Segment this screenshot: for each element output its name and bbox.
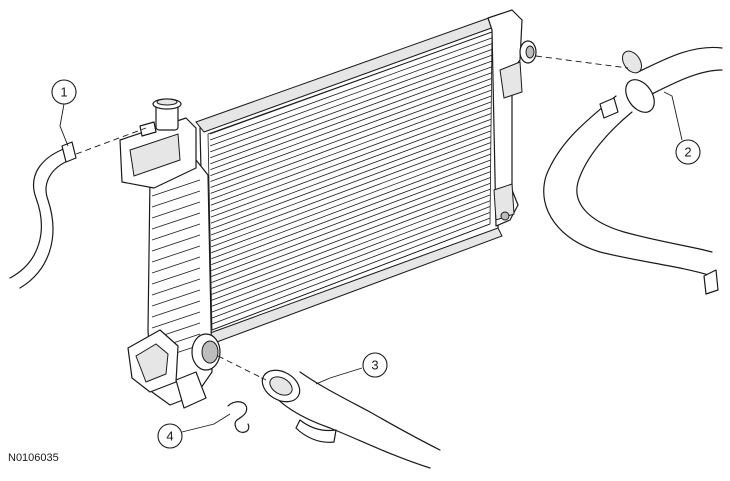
- radiator-tube: [211, 194, 491, 301]
- callout-2-label: 2: [684, 145, 691, 160]
- callout-4: 4: [157, 423, 183, 449]
- tank-rib: [151, 278, 201, 296]
- alignment-lines: [75, 55, 629, 381]
- tank-rib: [151, 223, 201, 241]
- tank-rib: [151, 179, 201, 197]
- radiator-left-tank: [119, 98, 221, 409]
- hose-3: [261, 369, 441, 469]
- radiator-tube: [210, 54, 492, 159]
- tank-rib: [151, 245, 201, 263]
- tank-rib: [151, 311, 201, 329]
- radiator-tube: [211, 217, 491, 325]
- radiator-tube: [210, 107, 492, 212]
- clamp-4: [227, 401, 250, 433]
- callout-2: 2: [675, 139, 701, 165]
- radiator-tube: [211, 211, 491, 319]
- tank-rib: [151, 234, 201, 252]
- callout-3: 3: [362, 352, 388, 378]
- radiator-tube: [210, 89, 492, 194]
- radiator-tube: [211, 171, 491, 277]
- radiator-tube: [210, 124, 492, 230]
- tank-rib: [151, 300, 201, 318]
- tank-rib: [151, 289, 201, 307]
- callout-1: 1: [51, 79, 77, 105]
- callout-3-label: 3: [371, 358, 378, 373]
- leader-lines: [59, 91, 683, 433]
- callout-1-label: 1: [60, 85, 67, 100]
- tank-rib: [151, 212, 201, 230]
- radiator-tube: [210, 118, 492, 224]
- radiator-tube: [211, 153, 491, 260]
- radiator-tube: [210, 72, 492, 176]
- radiator-tube: [210, 78, 492, 182]
- radiator-tube: [210, 113, 492, 218]
- radiator-fins: [209, 31, 493, 331]
- radiator-tube: [209, 37, 493, 141]
- radiator-tube: [210, 95, 492, 200]
- radiator-right-tank: [487, 9, 537, 227]
- radiator-tube: [210, 130, 492, 236]
- radiator-tube: [210, 83, 492, 188]
- callout-4-label: 4: [166, 429, 173, 444]
- hose-2: [543, 46, 723, 295]
- radiator-tube: [211, 206, 491, 313]
- radiator-tube: [210, 101, 492, 206]
- radiator-tube: [211, 165, 491, 271]
- figure-id: N0106035: [8, 452, 59, 464]
- radiator-tube: [211, 200, 491, 307]
- radiator-tube: [210, 66, 492, 171]
- radiator-tube: [209, 43, 493, 147]
- tank-rib: [151, 190, 201, 208]
- tank-rib: [151, 256, 201, 274]
- radiator-tube: [211, 182, 491, 289]
- radiator-tube: [211, 147, 491, 254]
- radiator-tube: [211, 159, 491, 266]
- radiator-tube: [211, 223, 491, 331]
- radiator-tube: [210, 60, 492, 165]
- radiator-tube: [210, 136, 492, 242]
- hose-1: [9, 141, 77, 289]
- radiator-tube: [211, 177, 491, 283]
- radiator-tube: [209, 31, 493, 135]
- tank-rib: [151, 267, 201, 285]
- radiator-tube: [211, 142, 491, 248]
- tank-rib: [151, 201, 201, 219]
- radiator-tube: [211, 188, 491, 295]
- radiator-core: [195, 13, 509, 347]
- radiator-tube: [210, 49, 492, 153]
